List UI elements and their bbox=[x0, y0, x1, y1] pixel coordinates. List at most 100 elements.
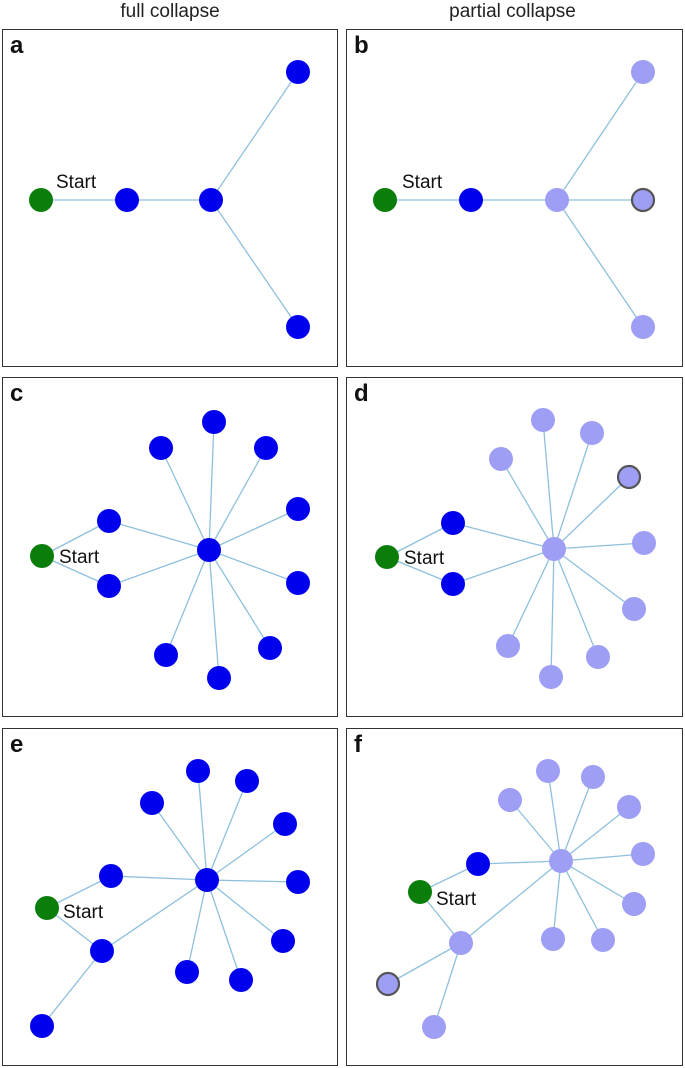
node bbox=[549, 849, 573, 873]
column-title-partial-collapse: partial collapse bbox=[449, 1, 576, 22]
panel-c: Start c bbox=[2, 377, 338, 717]
edge bbox=[452, 548, 555, 585]
node bbox=[622, 892, 646, 916]
edge bbox=[553, 432, 593, 550]
node bbox=[286, 870, 310, 894]
node bbox=[229, 968, 253, 992]
edge bbox=[560, 860, 635, 905]
edge bbox=[553, 476, 630, 550]
node bbox=[531, 408, 555, 432]
edge bbox=[206, 780, 248, 881]
graph-c: Start bbox=[30, 410, 310, 690]
panel-label: a bbox=[10, 32, 24, 59]
graph-e: Start bbox=[30, 759, 310, 1038]
edge bbox=[553, 548, 599, 658]
edge bbox=[41, 520, 110, 557]
edge bbox=[206, 879, 284, 942]
edge bbox=[556, 71, 644, 201]
edge bbox=[206, 879, 299, 883]
panel-label: b bbox=[354, 32, 369, 59]
graph-a: Start bbox=[29, 60, 310, 339]
start-node bbox=[408, 880, 432, 904]
start-node bbox=[35, 896, 59, 920]
start-node bbox=[375, 545, 399, 569]
edge bbox=[108, 549, 210, 587]
node bbox=[631, 60, 655, 84]
panel-a: Start a bbox=[2, 29, 338, 367]
graph-d: Start bbox=[375, 408, 656, 689]
node bbox=[617, 795, 641, 819]
node bbox=[632, 531, 656, 555]
node bbox=[97, 574, 121, 598]
edge bbox=[550, 548, 555, 678]
edge bbox=[165, 549, 210, 656]
node bbox=[542, 537, 566, 561]
edge bbox=[197, 770, 208, 881]
edge bbox=[210, 71, 299, 201]
node bbox=[496, 634, 520, 658]
node bbox=[286, 497, 310, 521]
node bbox=[271, 929, 295, 953]
edge bbox=[560, 776, 594, 862]
edge bbox=[547, 770, 562, 862]
panel-label: d bbox=[354, 380, 369, 407]
edge bbox=[500, 458, 555, 550]
node bbox=[422, 1015, 446, 1039]
edge bbox=[110, 875, 208, 881]
node bbox=[466, 852, 490, 876]
node bbox=[149, 436, 173, 460]
node bbox=[195, 868, 219, 892]
edge bbox=[553, 542, 645, 550]
edge bbox=[151, 802, 208, 881]
outlined-node bbox=[375, 971, 401, 997]
panel-d: Start d bbox=[346, 377, 683, 717]
start-label: Start bbox=[59, 547, 100, 568]
node bbox=[254, 436, 278, 460]
node bbox=[536, 759, 560, 783]
panel-f: Start f bbox=[346, 728, 683, 1066]
node bbox=[449, 931, 473, 955]
node bbox=[154, 643, 178, 667]
node bbox=[115, 188, 139, 212]
panel-e: Start e bbox=[2, 728, 338, 1066]
edge bbox=[208, 447, 267, 551]
edge bbox=[556, 199, 644, 328]
node bbox=[30, 1014, 54, 1038]
node bbox=[541, 927, 565, 951]
node bbox=[459, 188, 483, 212]
node bbox=[97, 509, 121, 533]
node bbox=[539, 665, 563, 689]
column-title-full-collapse: full collapse bbox=[120, 1, 220, 22]
node bbox=[286, 60, 310, 84]
outlined-node bbox=[630, 187, 656, 213]
edge bbox=[160, 447, 210, 551]
node bbox=[202, 410, 226, 434]
node bbox=[175, 960, 199, 984]
node bbox=[199, 188, 223, 212]
edge bbox=[101, 879, 208, 952]
outlined-node bbox=[616, 464, 642, 490]
graph-b: Start bbox=[373, 60, 656, 339]
start-label: Start bbox=[402, 172, 443, 193]
edge bbox=[433, 942, 462, 1028]
edge bbox=[552, 860, 562, 940]
node bbox=[273, 812, 297, 836]
node bbox=[258, 636, 282, 660]
edge bbox=[507, 548, 555, 647]
edge bbox=[108, 520, 210, 551]
edge bbox=[208, 549, 299, 584]
edge bbox=[41, 555, 110, 587]
node bbox=[99, 864, 123, 888]
start-node bbox=[373, 188, 397, 212]
edge bbox=[560, 806, 630, 862]
start-label: Start bbox=[56, 172, 97, 193]
edge bbox=[206, 879, 242, 981]
node bbox=[286, 571, 310, 595]
node bbox=[441, 511, 465, 535]
edge bbox=[387, 942, 462, 985]
node bbox=[90, 939, 114, 963]
edge bbox=[208, 549, 271, 649]
start-label: Start bbox=[436, 889, 477, 910]
node bbox=[586, 645, 610, 669]
edge bbox=[208, 421, 215, 551]
